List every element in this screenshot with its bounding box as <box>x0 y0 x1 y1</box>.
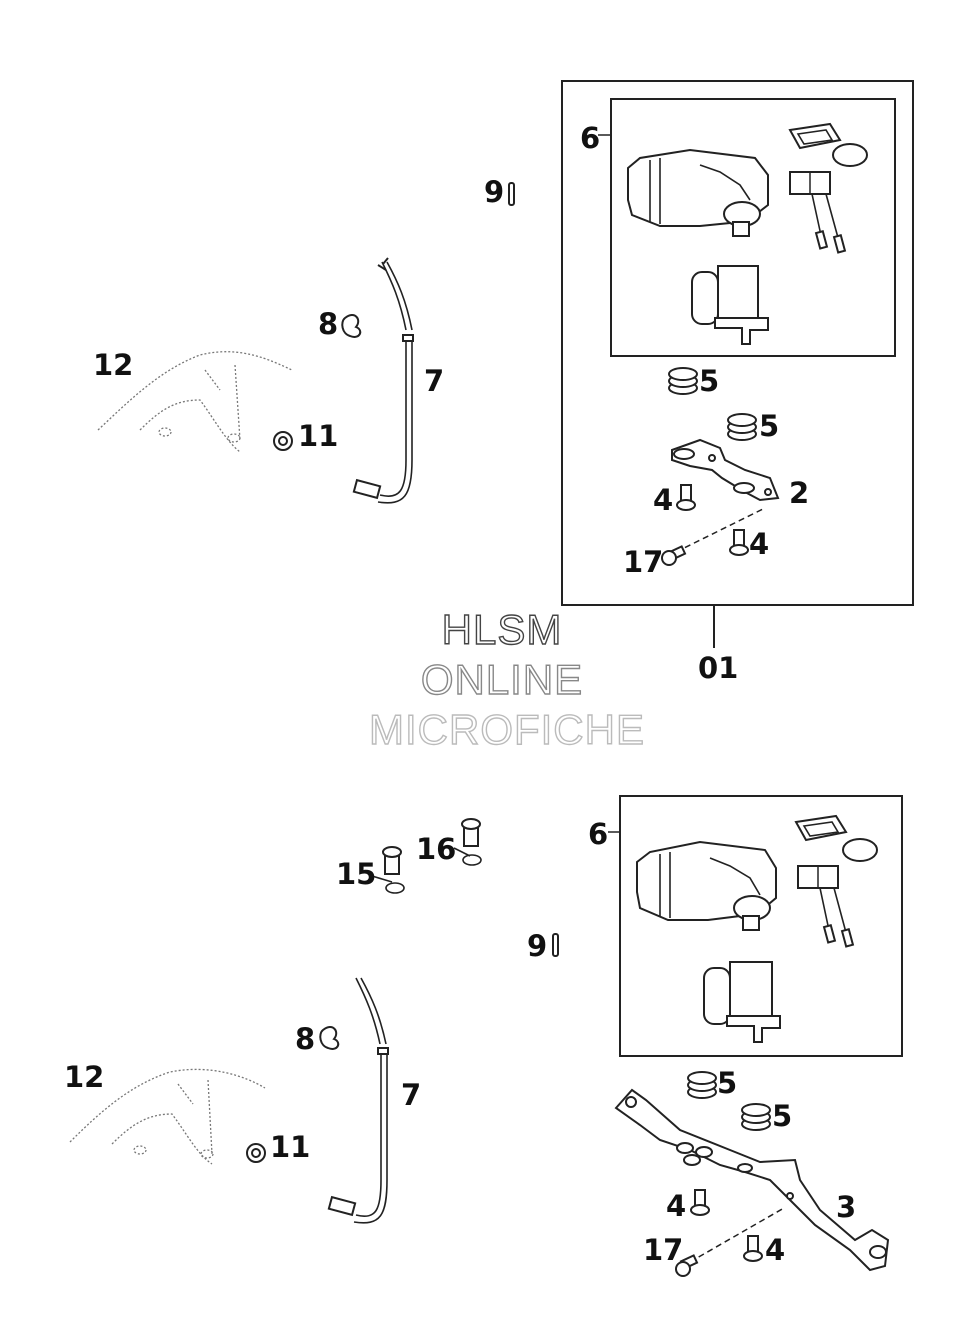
label-4b-lower: 4 <box>765 1233 785 1267</box>
switch-module-lower <box>703 961 781 1043</box>
clip-8-upper <box>341 314 362 338</box>
screw-9-lower <box>552 933 559 957</box>
cable-7-lower <box>327 977 389 1224</box>
label-4b-upper: 4 <box>749 527 769 561</box>
pin-16 <box>453 818 482 866</box>
screw-4a-lower <box>690 1189 710 1216</box>
label-5b-lower: 5 <box>772 1099 792 1133</box>
watermark: HLSM ONLINE MICROFICHE <box>368 605 645 753</box>
bolt-17-upper <box>661 545 687 566</box>
switch-housing-upper <box>627 148 769 237</box>
label-3: 3 <box>836 1190 856 1224</box>
screw-4b-upper <box>729 529 749 556</box>
label-4a-lower: 4 <box>666 1189 686 1223</box>
bracket-3 <box>614 1088 890 1272</box>
watermark-line2: ONLINE <box>421 656 583 703</box>
label-17-lower: 17 <box>643 1233 683 1267</box>
clip-8-lower <box>319 1026 340 1050</box>
upper-assembly: 6 9 8 7 12 11 5 5 2 4 4 17 01 <box>93 80 914 685</box>
label-8-upper: 8 <box>318 307 338 341</box>
label-6-upper: 6 <box>580 121 600 155</box>
label-9-upper: 9 <box>484 175 504 209</box>
label-17-upper: 17 <box>623 545 663 579</box>
mask-12-upper-ghost <box>97 351 293 453</box>
bracket-2 <box>671 438 780 502</box>
switch-module-upper <box>691 265 769 345</box>
pad-lower <box>842 838 878 862</box>
switch-housing-lower <box>636 840 777 931</box>
switch-cap-lower <box>794 814 848 842</box>
grommet-5b-lower <box>741 1103 771 1131</box>
label-11-upper: 11 <box>298 419 338 453</box>
label-8-lower: 8 <box>295 1022 315 1056</box>
connector-lower <box>797 865 855 948</box>
washer-11-lower <box>246 1143 266 1163</box>
switch-cap-upper <box>788 122 842 150</box>
watermark-line1: HLSM <box>442 606 563 653</box>
label-9-lower: 9 <box>527 929 547 963</box>
connector-upper <box>789 171 847 254</box>
lower-assembly: 6 15 16 9 8 7 12 11 5 5 3 4 4 17 <box>64 795 903 1277</box>
label-7-lower: 7 <box>401 1078 421 1112</box>
grommet-5a-upper <box>668 367 698 395</box>
label-12-upper: 12 <box>93 348 133 382</box>
label-5a-upper: 5 <box>699 364 719 398</box>
screw-4b-lower <box>743 1235 763 1262</box>
label-7-upper: 7 <box>424 364 444 398</box>
cable-7-upper <box>352 257 414 504</box>
switch-box-lower <box>619 795 903 1057</box>
screw-4a-upper <box>676 484 696 511</box>
screw-9-upper <box>508 182 515 206</box>
mask-12-lower-ghost <box>69 1068 266 1165</box>
label-assembly-01: 01 <box>698 651 738 685</box>
label-16: 16 <box>416 832 456 866</box>
label-5b-upper: 5 <box>759 409 779 443</box>
watermark-line3: MICROFICHE <box>369 706 645 753</box>
label-2: 2 <box>789 476 809 510</box>
bolt-17-lower <box>675 1254 699 1277</box>
label-5a-lower: 5 <box>717 1066 737 1100</box>
label-11-lower: 11 <box>270 1130 310 1164</box>
label-15: 15 <box>336 857 376 891</box>
label-12-lower: 12 <box>64 1060 104 1094</box>
label-4a-upper: 4 <box>653 483 673 517</box>
label-6-lower: 6 <box>588 817 608 851</box>
kit-box-01 <box>561 80 914 606</box>
switch-box-upper <box>610 98 896 357</box>
pin-15 <box>371 846 405 894</box>
pad-upper <box>832 143 868 167</box>
washer-11-upper <box>273 431 293 451</box>
grommet-5b-upper <box>727 413 757 441</box>
grommet-5a-lower <box>687 1071 717 1099</box>
